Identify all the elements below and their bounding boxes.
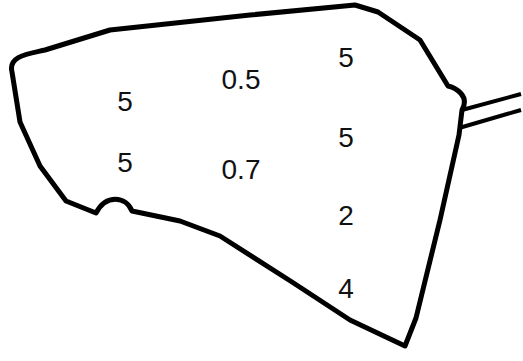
value-label: 0.7 [222, 156, 261, 184]
value-label: 5 [117, 88, 133, 116]
value-label: 2 [338, 202, 354, 230]
value-label: 5 [338, 124, 354, 152]
value-label: 5 [117, 149, 133, 177]
duct-line [462, 94, 521, 110]
value-label: 4 [338, 275, 354, 303]
value-label: 5 [338, 44, 354, 72]
duct-line [459, 110, 521, 128]
organ-outline-path [11, 5, 464, 346]
value-label: 0.5 [222, 66, 261, 94]
